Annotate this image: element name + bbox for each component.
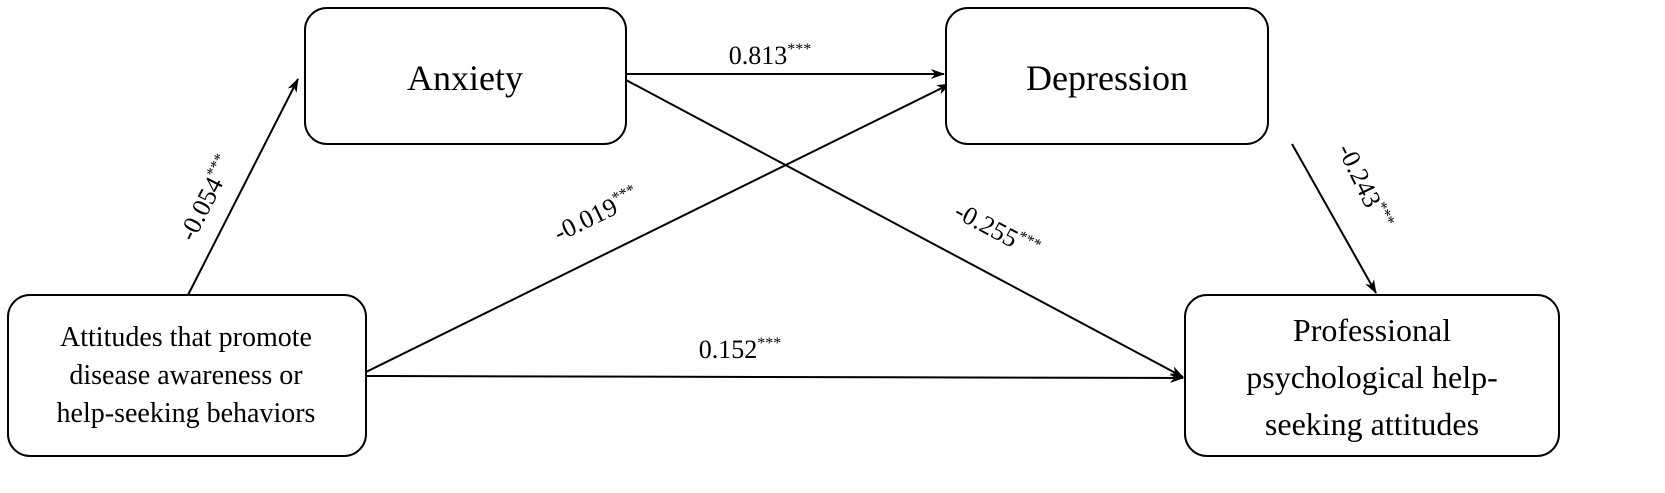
coef-anxiety-to-outcome: -0.255*** <box>950 196 1044 264</box>
node-anxiety: Anxiety <box>304 7 627 145</box>
node-predictor: Attitudes that promote disease awareness… <box>7 294 367 457</box>
node-outcome-line-2: psychological help- <box>1246 359 1497 395</box>
edge-predictor-to-depression <box>365 83 951 373</box>
node-depression: Depression <box>945 7 1269 145</box>
coef-value: 0.813 <box>729 41 788 70</box>
coef-value: -0.054 <box>173 172 229 245</box>
coef-value: -0.255 <box>950 196 1023 253</box>
node-outcome-line-1: Professional <box>1293 312 1451 348</box>
coef-value: -0.243 <box>1332 139 1388 212</box>
node-anxiety-label: Anxiety <box>407 58 523 98</box>
coef-significance: *** <box>757 335 781 352</box>
coef-predictor-to-outcome: 0.152*** <box>699 335 782 364</box>
coef-value: 0.152 <box>699 335 758 364</box>
coef-predictor-to-depression: -0.019*** <box>549 181 644 247</box>
edge-predictor-to-outcome <box>365 372 1184 383</box>
node-predictor-line-2: disease awareness or <box>69 360 303 391</box>
coef-depression-to-outcome: -0.243*** <box>1332 139 1398 234</box>
node-outcome: Professional psychological help- seeking… <box>1184 294 1560 457</box>
node-predictor-line-3: help-seeking behaviors <box>57 398 316 429</box>
edge-anxiety-to-outcome <box>625 79 1184 378</box>
node-depression-label: Depression <box>1026 58 1188 98</box>
coef-significance: *** <box>787 41 811 58</box>
coef-anxiety-to-depression: 0.813*** <box>729 41 812 70</box>
coef-value: -0.019 <box>549 192 622 248</box>
edge-depression-to-outcome <box>1291 143 1377 294</box>
coef-predictor-to-anxiety: -0.054*** <box>173 151 240 245</box>
node-outcome-line-3: seeking attitudes <box>1265 406 1479 442</box>
edge-predictor-to-anxiety <box>187 78 299 296</box>
node-predictor-line-1: Attitudes that promote <box>60 322 312 353</box>
